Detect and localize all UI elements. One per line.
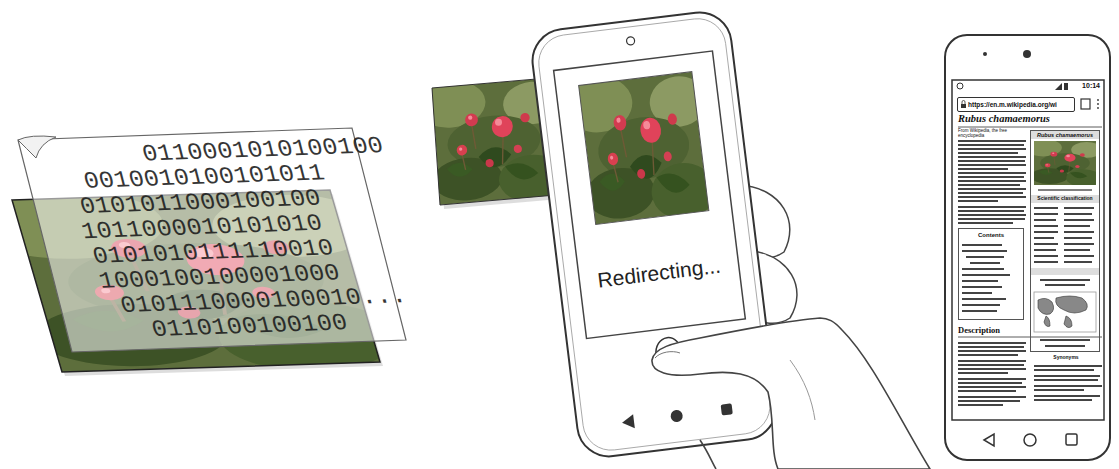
binary-row: 0110100100100 xyxy=(149,312,350,342)
section-heading: Description xyxy=(958,326,1028,336)
smartphone-page xyxy=(945,35,1110,460)
smartphone-page xyxy=(1097,103,1099,105)
smartphone-page xyxy=(1024,434,1036,446)
smartphone-page xyxy=(962,101,965,105)
smartphone-page xyxy=(958,127,1102,128)
transparent-sheet xyxy=(18,136,56,158)
status-message: Redirecting... xyxy=(578,251,740,294)
smartphone-page xyxy=(1025,139,1103,187)
smartphone-page xyxy=(945,35,1110,460)
smartphone-page xyxy=(1064,83,1068,90)
loading-screen: Redirecting... xyxy=(576,230,745,334)
status-time: 10:14 xyxy=(1062,82,1100,90)
smartphone-page xyxy=(1097,107,1099,109)
smartphone-page xyxy=(1038,296,1087,328)
transparent-sheet xyxy=(18,128,406,352)
smartphone-page xyxy=(1055,83,1062,90)
transparent-sheet xyxy=(18,128,406,352)
smartphone xyxy=(529,9,780,460)
smartphone-page xyxy=(1034,366,1102,400)
hand xyxy=(652,318,930,469)
smartphone xyxy=(670,409,683,422)
infobox: Rubus chamaemorusScientific classificati… xyxy=(1030,130,1100,352)
smartphone-page xyxy=(958,141,1026,223)
smartphone-page xyxy=(1081,99,1090,109)
page-subtitle: From Wikipedia, the free encyclopedia xyxy=(958,128,1030,138)
infobox-heading: Synonyms xyxy=(1034,355,1098,361)
contents-box: Contents xyxy=(958,228,1024,320)
hand xyxy=(655,352,680,358)
smartphone-page xyxy=(958,343,1026,405)
smartphone xyxy=(579,72,709,225)
url-bar: https://en.m.wikipedia.org/wi xyxy=(957,97,1075,112)
smartphone xyxy=(529,9,780,460)
smartphone xyxy=(536,16,774,454)
hand xyxy=(700,440,716,469)
page-title: Rubus chamaemorus xyxy=(958,113,1098,125)
smartphone-page xyxy=(1030,195,1100,203)
smartphone-page xyxy=(983,52,987,56)
smartphone xyxy=(621,414,635,429)
smartphone-page xyxy=(1034,208,1094,262)
smartphone-page xyxy=(962,245,1010,311)
smartphone xyxy=(554,51,746,338)
phone-screen: 10:14Rubus chamaemorusFrom Wikipedia, th… xyxy=(952,80,1104,420)
smartphone xyxy=(561,63,721,232)
smartphone-page xyxy=(1030,268,1100,275)
smartphone-page xyxy=(1066,434,1077,445)
smartphone-page xyxy=(984,434,994,446)
hand xyxy=(790,360,815,420)
smartphone-page xyxy=(1097,99,1099,101)
smartphone-page xyxy=(1040,280,1090,285)
smartphone-page xyxy=(1023,50,1031,58)
smartphone-page xyxy=(1034,292,1096,332)
smartphone-page xyxy=(1030,130,1100,139)
infobox-band: Scientific classification xyxy=(1031,196,1099,202)
infobox-title: Rubus chamaemorus xyxy=(1031,132,1099,138)
smartphone-page xyxy=(1040,340,1090,346)
hand xyxy=(652,318,930,469)
smartphone-page xyxy=(961,104,966,108)
smartphone-page xyxy=(952,80,1104,420)
smartphone xyxy=(626,36,635,45)
smartphone xyxy=(721,403,733,415)
url-text: https://en.m.wikipedia.org/wi xyxy=(968,101,1074,108)
smartphone-page xyxy=(1038,189,1092,191)
smartphone-page xyxy=(957,83,963,89)
binary-row: 0110001010100100 xyxy=(140,134,386,166)
contents-heading: Contents xyxy=(959,232,1023,239)
